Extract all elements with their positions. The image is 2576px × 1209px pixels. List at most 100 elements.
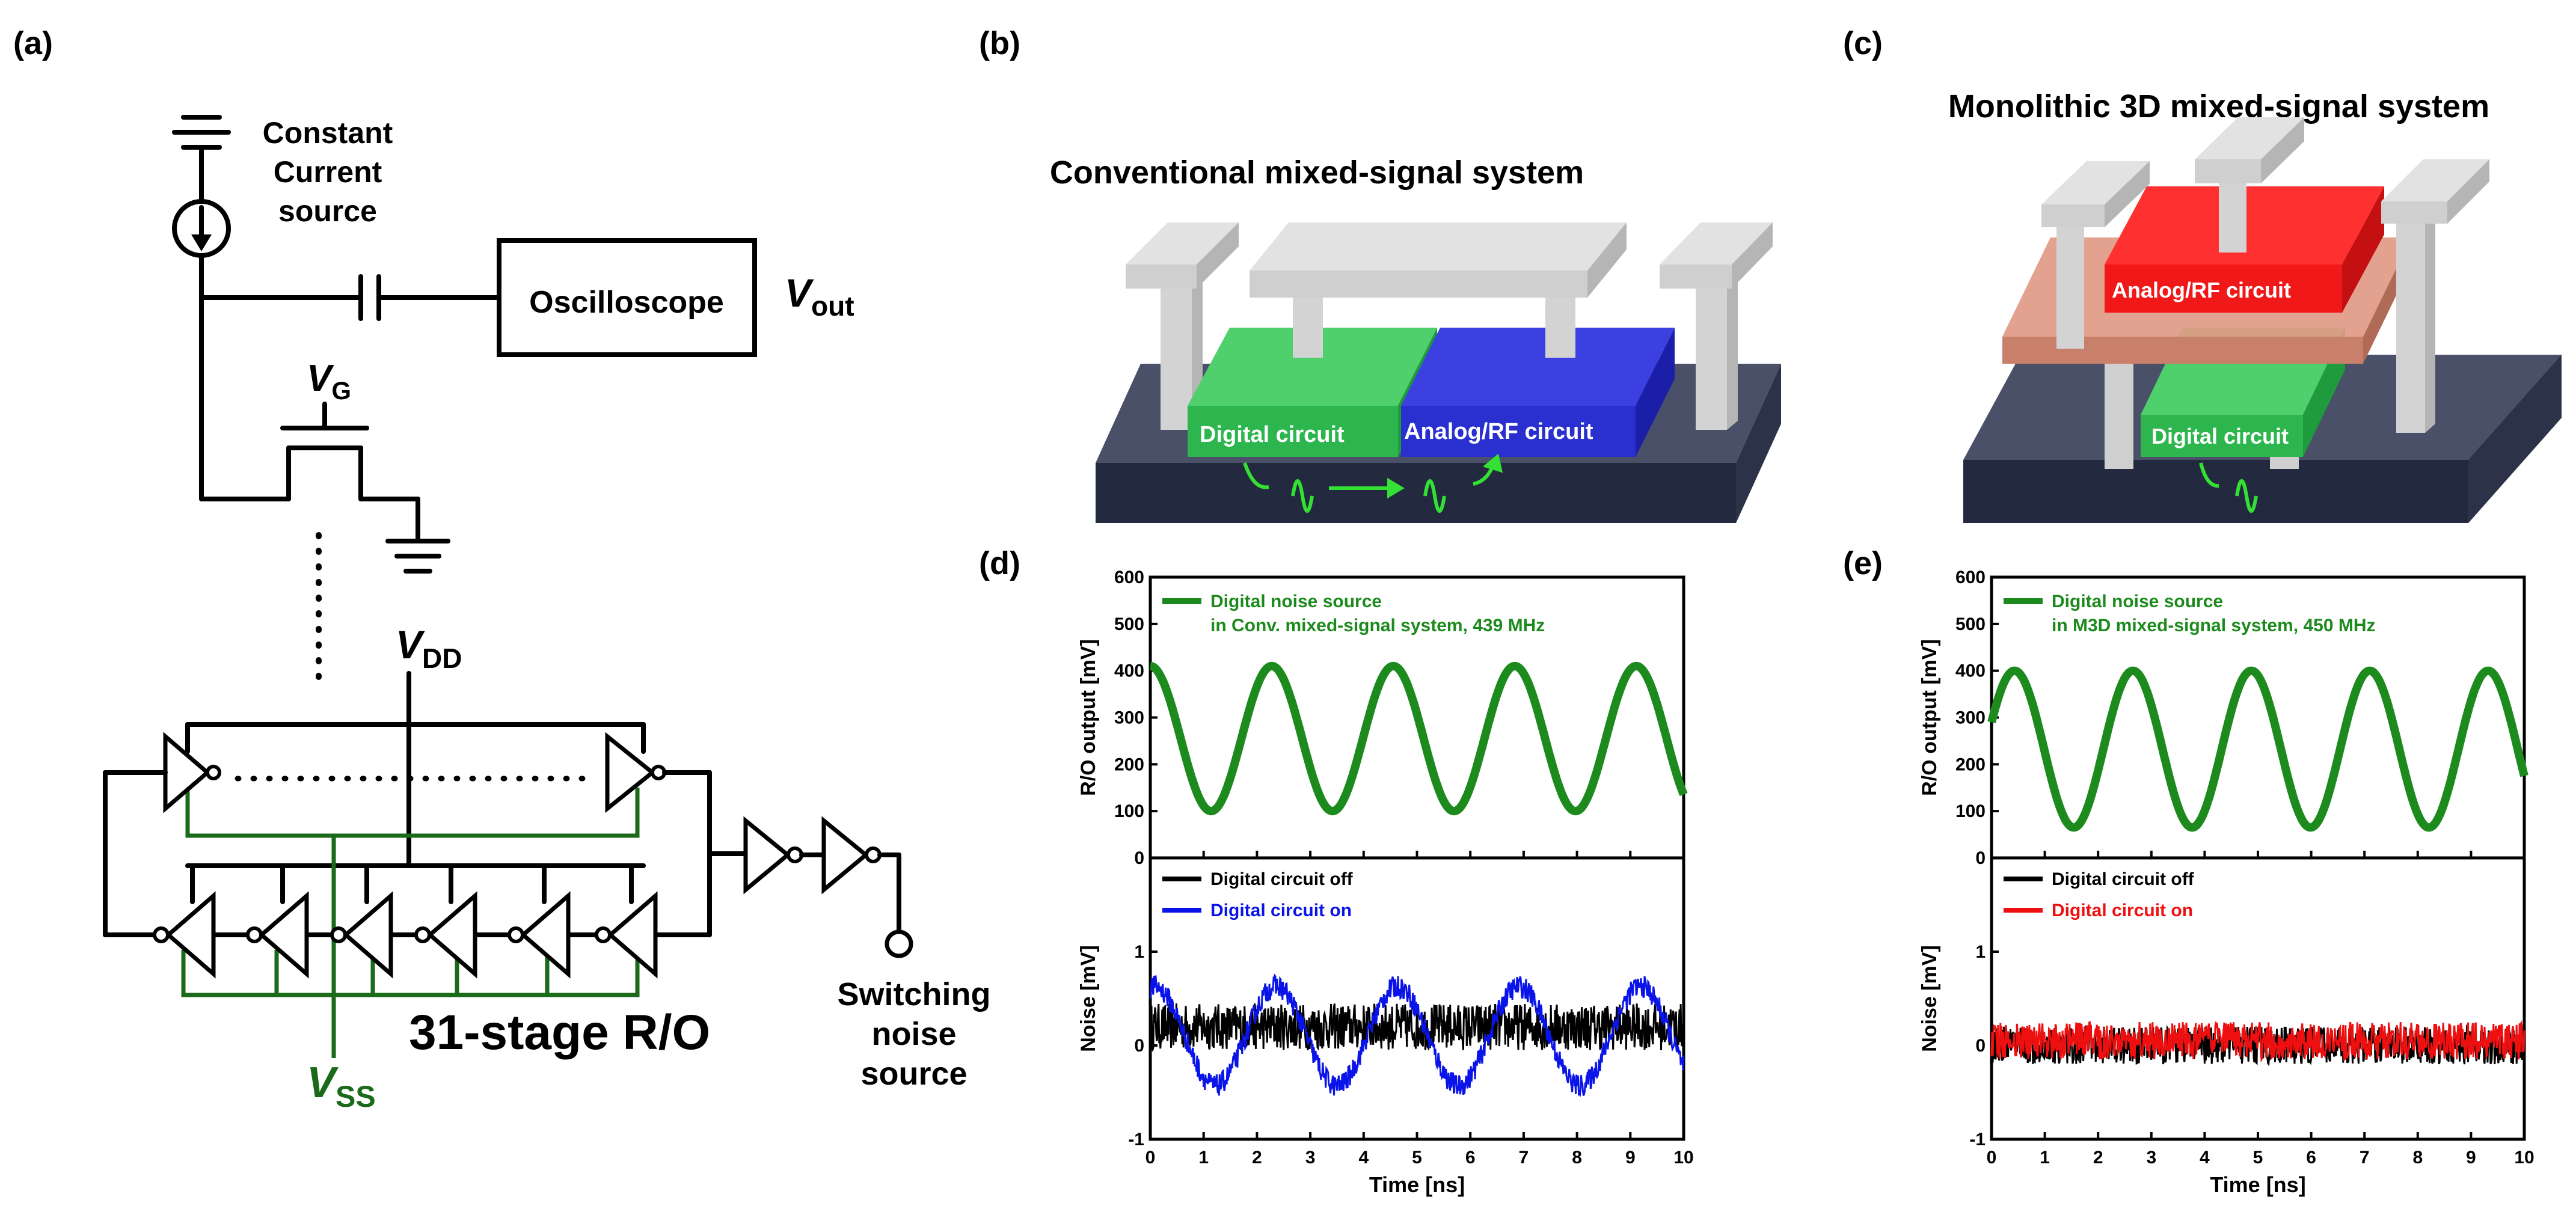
d-ytick-label-1: 0 bbox=[1134, 1036, 1144, 1056]
panel-b: (b) Conventional mixed-signal system bbox=[979, 25, 1781, 523]
d-legend-ro-line1: Digital noise source bbox=[1210, 592, 1382, 611]
analog-label-b: Analog/RF circuit bbox=[1404, 419, 1593, 444]
inverter-top-right bbox=[605, 732, 666, 813]
e-ytick-label-0: 500 bbox=[1955, 614, 1986, 634]
d-xtick-label: 7 bbox=[1519, 1148, 1529, 1168]
substrate-front-c bbox=[1963, 460, 2468, 523]
transistor-symbol bbox=[199, 402, 450, 574]
supply-symbol bbox=[172, 115, 231, 204]
e-series-on bbox=[1990, 1020, 2525, 1063]
e-xtick-label: 5 bbox=[2253, 1148, 2263, 1168]
panel-e-label: (e) bbox=[1843, 545, 1883, 581]
pillar-right bbox=[1660, 222, 1773, 430]
d-legend-ro-line2: in Conv. mixed-signal system, 439 MHz bbox=[1210, 616, 1545, 635]
panel-c-label: (c) bbox=[1843, 25, 1883, 61]
ro-label: 31-stage R/O bbox=[409, 1005, 710, 1060]
e-xtick-label: 10 bbox=[2514, 1148, 2534, 1168]
e-legend-ro-line1: Digital noise source bbox=[2052, 592, 2223, 611]
vss-label: VSS bbox=[307, 1059, 376, 1113]
d-ylabel-1: Noise [mV] bbox=[1077, 945, 1100, 1052]
substrate-side bbox=[1736, 364, 1781, 523]
d-series-on bbox=[1149, 973, 1685, 1098]
e-ylabel-1: Noise [mV] bbox=[1918, 945, 1941, 1052]
panel-c: (c) Monolithic 3D mixed-signal system Di… bbox=[1843, 25, 2562, 523]
pillar-c-right bbox=[2381, 159, 2489, 433]
oscilloscope-label: Oscilloscope bbox=[529, 285, 724, 320]
e-xtick-label: 0 bbox=[1987, 1148, 1997, 1168]
d-xtick-label: 10 bbox=[1673, 1148, 1693, 1168]
d-ytick-label-1: -1 bbox=[1128, 1130, 1144, 1149]
e-xtick-label: 9 bbox=[2466, 1148, 2476, 1168]
vout-label: Vout bbox=[785, 271, 854, 322]
switching-line2: noise bbox=[871, 1016, 956, 1052]
switching-line1: Switching bbox=[838, 976, 991, 1012]
d-legend-noise-1: Digital circuit on bbox=[1210, 901, 1352, 920]
panel-d-label: (d) bbox=[979, 545, 1020, 581]
vdd-label: VDD bbox=[396, 622, 462, 674]
e-xtick-label: 6 bbox=[2306, 1148, 2316, 1168]
d-ytick-label-0: 300 bbox=[1114, 708, 1144, 728]
e-xtick-label: 3 bbox=[2146, 1148, 2156, 1168]
substrate-side-c bbox=[2468, 355, 2562, 523]
analog-block-b bbox=[1401, 328, 1675, 457]
e-ytick-label-1: 0 bbox=[1975, 1036, 1986, 1056]
analog-label-c: Analog/RF circuit bbox=[2112, 278, 2291, 302]
d-xtick-label: 2 bbox=[1252, 1148, 1262, 1168]
output-buffer-2 bbox=[821, 816, 882, 895]
d-ytick-label-0: 600 bbox=[1114, 568, 1144, 587]
d-xtick-label: 8 bbox=[1572, 1148, 1582, 1168]
panel-c-title: Monolithic 3D mixed-signal system bbox=[1948, 88, 2489, 124]
inverters-bottom-row bbox=[153, 891, 658, 979]
d-xtick-label: 4 bbox=[1358, 1148, 1369, 1168]
pillar-left bbox=[1126, 222, 1239, 430]
oscilloscope-box bbox=[497, 238, 757, 357]
analog-block-c bbox=[2105, 186, 2384, 313]
noise-icon-c bbox=[2199, 462, 2258, 513]
substrate-front bbox=[1096, 463, 1736, 523]
vg-label: VG bbox=[307, 358, 351, 405]
d-xtick-label: 0 bbox=[1145, 1148, 1156, 1168]
d-ytick-label-1: 1 bbox=[1134, 942, 1144, 962]
constant-current-line2: Current bbox=[274, 155, 382, 189]
e-ytick-label-0: 300 bbox=[1955, 708, 1986, 728]
current-source-icon bbox=[172, 199, 231, 258]
d-xtick-label: 3 bbox=[1305, 1148, 1316, 1168]
output-node bbox=[885, 929, 913, 958]
e-ytick-label-0: 600 bbox=[1955, 568, 1986, 587]
e-ytick-label-0: 100 bbox=[1955, 801, 1986, 821]
e-ytick-label-1: 1 bbox=[1975, 942, 1986, 962]
panel-b-label: (b) bbox=[979, 25, 1020, 61]
e-legend-noise-0: Digital circuit off bbox=[2052, 869, 2195, 889]
constant-current-line3: source bbox=[278, 194, 377, 228]
d-ytick-label-0: 100 bbox=[1114, 801, 1144, 821]
panel-a-label: (a) bbox=[13, 25, 53, 61]
d-ytick-label-0: 400 bbox=[1114, 661, 1144, 681]
d-ytick-label-0: 0 bbox=[1134, 848, 1144, 868]
e-xtick-label: 4 bbox=[2200, 1148, 2210, 1168]
panel-b-title: Conventional mixed-signal system bbox=[1050, 155, 1584, 191]
noise-coupling-icon bbox=[1243, 453, 1503, 513]
e-ytick-label-0: 400 bbox=[1955, 661, 1986, 681]
d-ytick-label-0: 500 bbox=[1114, 614, 1144, 634]
d-xtick-label: 5 bbox=[1412, 1148, 1422, 1168]
e-ytick-label-1: -1 bbox=[1969, 1130, 1986, 1149]
d-ylabel-0: R/O output [mV] bbox=[1077, 639, 1100, 796]
e-xlabel: Time [ns] bbox=[2210, 1172, 2305, 1197]
d-xtick-label: 9 bbox=[1625, 1148, 1636, 1168]
panel-a: (a) Constant Current source Oscilloscope… bbox=[13, 25, 991, 1113]
d-legend-noise-0: Digital circuit off bbox=[1210, 869, 1354, 889]
e-xtick-label: 7 bbox=[2360, 1148, 2370, 1168]
digital-label-b: Digital circuit bbox=[1200, 422, 1345, 447]
switching-line3: source bbox=[860, 1056, 967, 1092]
inverter-top-left bbox=[163, 732, 221, 813]
pillar-c-middle bbox=[2195, 117, 2304, 253]
e-legend-noise-1: Digital circuit on bbox=[2052, 901, 2193, 920]
d-xtick-label: 6 bbox=[1465, 1148, 1476, 1168]
e-ylabel-0: R/O output [mV] bbox=[1918, 639, 1941, 796]
digital-label-c: Digital circuit bbox=[2151, 424, 2289, 448]
